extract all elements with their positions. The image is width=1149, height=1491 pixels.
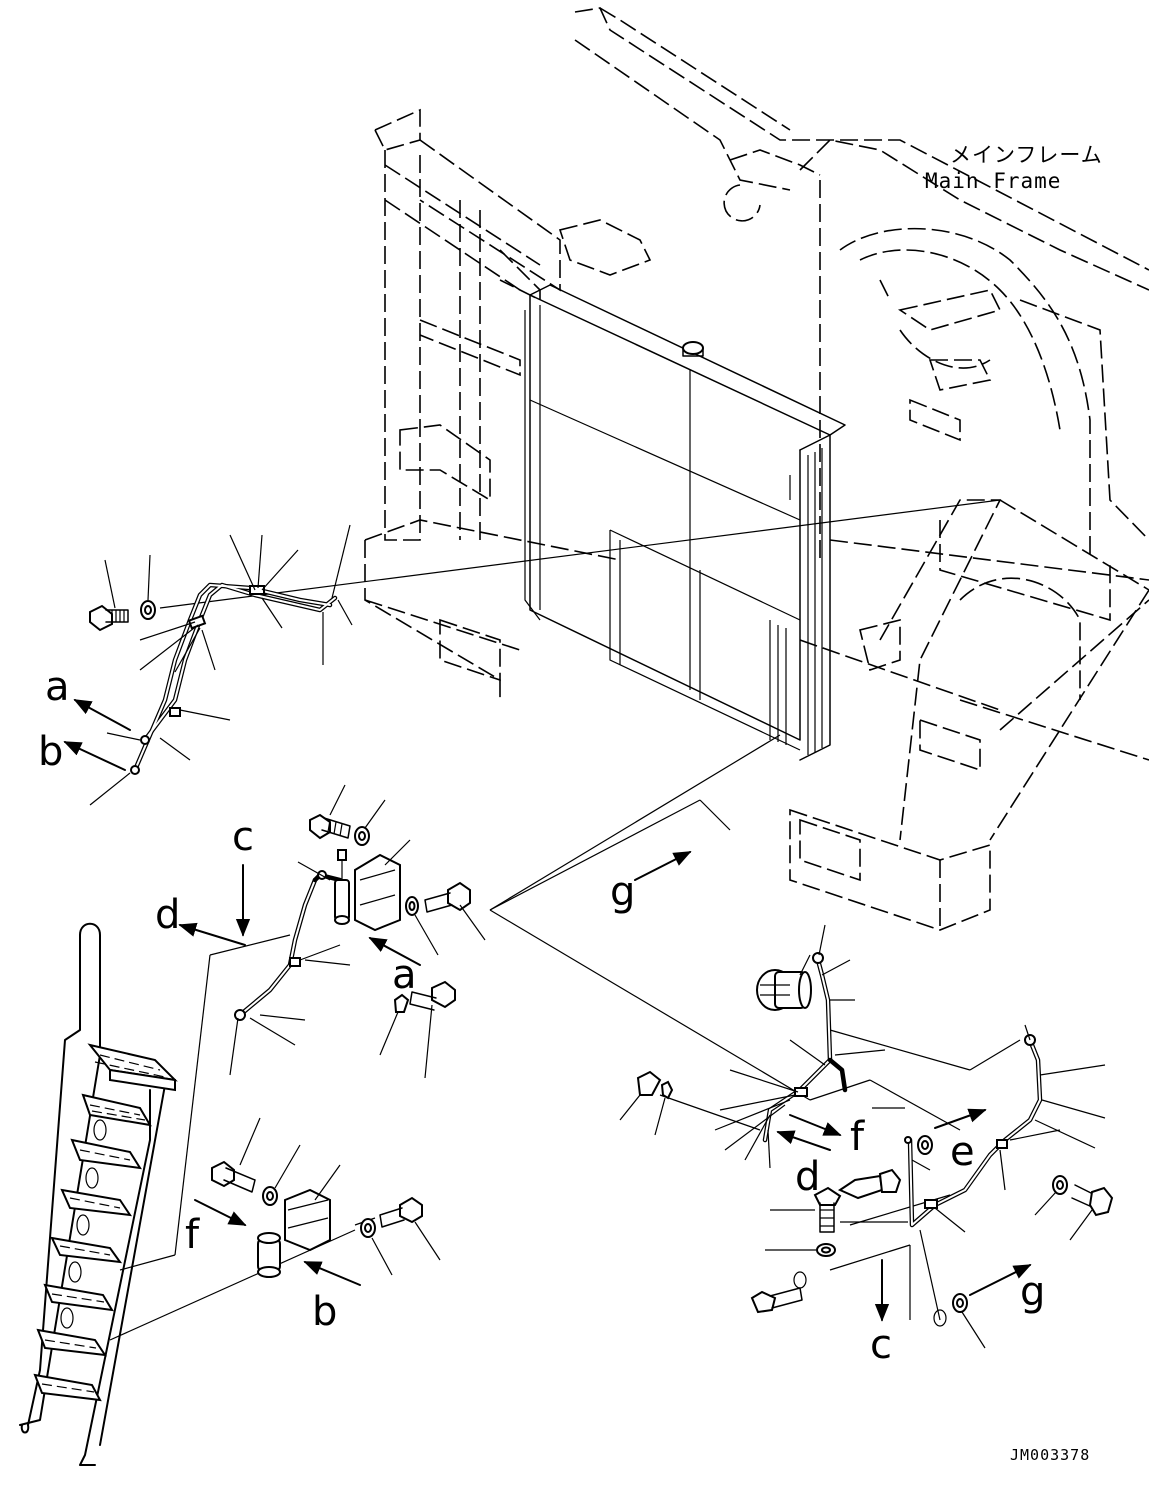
hose-assembly-right: [714, 924, 886, 1169]
washer-icon: [952, 1293, 986, 1349]
callout-a-left: a: [45, 664, 70, 710]
washer-icon: [765, 1243, 836, 1257]
ladder-icon: [19, 922, 178, 1466]
bolt-icon: [89, 559, 129, 632]
callout-f-right: f: [850, 1114, 865, 1160]
washer-icon: [354, 799, 386, 846]
washer-icon: [1034, 1175, 1068, 1216]
callout-c-right: c: [870, 1322, 892, 1368]
callout-a-mid: a: [392, 952, 417, 998]
hose-assembly-far-right: [840, 1024, 1106, 1233]
main-frame-structure: [364, 7, 1149, 931]
bolt-icon: [837, 1168, 902, 1200]
bolt-icon: [424, 881, 486, 941]
callout-g-right: g: [1020, 1269, 1045, 1315]
callout-b-left: b: [38, 729, 63, 775]
callout-c-mid: c: [232, 814, 254, 860]
washer-icon: [360, 1218, 393, 1276]
washer-icon: [262, 1144, 301, 1206]
washer-icon: [140, 554, 156, 620]
bolt-icon: [770, 1186, 842, 1233]
receiver-drier-icon: [229, 839, 411, 1076]
clamp-icon: [619, 1070, 662, 1121]
bolt-icon: [211, 1117, 261, 1193]
washer-icon: [405, 896, 439, 956]
callout-letters: a b c d a f b g f e d c g: [38, 664, 1045, 1368]
callout-f-low: f: [185, 1212, 200, 1258]
bolt-icon: [1069, 1184, 1114, 1241]
callout-d-right: d: [795, 1154, 820, 1200]
bolt-icon: [409, 980, 456, 1079]
bolt-icon: [379, 1196, 441, 1261]
clamp-icon: [654, 1080, 674, 1136]
connector-lines: [109, 499, 1021, 1341]
radiator-core: [524, 284, 846, 761]
hose-assembly-left: [89, 524, 353, 806]
bolt-icon: [309, 784, 351, 840]
callout-e-right: e: [950, 1129, 975, 1175]
frame-label-english: Main Frame: [925, 169, 1061, 193]
callout-g-center: g: [610, 869, 635, 915]
clamp-icon: [379, 993, 410, 1056]
callout-b-low: b: [312, 1289, 337, 1335]
washer-icon: [793, 1271, 807, 1289]
arrow-icon: [63, 699, 1032, 1322]
bolt-icon: [750, 1287, 803, 1314]
washer-icon: [917, 1135, 933, 1155]
washer-icon: [933, 1309, 947, 1327]
compressor-icon: [756, 954, 812, 1011]
receiver-drier-icon: [257, 1164, 341, 1278]
drawing-code: JM003378: [1010, 1446, 1090, 1464]
callout-d-mid: d: [155, 892, 180, 938]
frame-label-japanese: メインフレーム: [950, 143, 1103, 167]
